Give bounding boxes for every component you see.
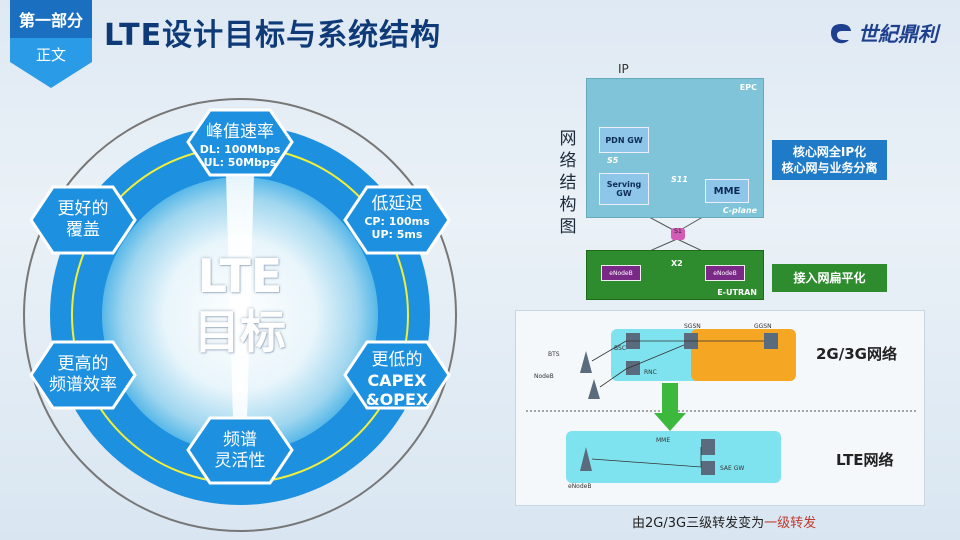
comparison-panel: BTS NodeB BSC RNC SGSN GGSN MME SAE GW e… [515,310,925,506]
pdn-gw-node: PDN GW [599,127,649,153]
label-2g3g-network: 2G/3G网络 [816,345,897,363]
sgsn-label: SGSN [684,323,701,330]
logo-icon [831,23,851,43]
s1-marker: S1 [671,228,685,240]
rnc-label: RNC [644,369,657,376]
goal-latency: 低延迟 CP: 100ms UP: 5ms [342,194,452,241]
section-tab: 第一部分 正文 [10,0,92,88]
x2-label: X2 [671,259,683,268]
forwarding-caption: 由2G/3G三级转发变为一级转发 [632,512,816,531]
goal-capex: 更低的 CAPEX &OPEX [342,350,452,409]
hex-latency [343,185,451,255]
ggsn-label: GGSN [754,323,772,330]
area-2g3g-core [691,329,796,381]
bsc-label: BSC [614,345,627,352]
core-tag-line: 核心网全IP化 [792,145,867,159]
comparison-graphic [526,329,916,483]
goal-spectrum-flex: 频谱 灵活性 [185,430,295,472]
center-line-1: LTE [197,249,283,303]
center-label: LTE 目标 [185,248,295,360]
goal-peak-rate: 峰值速率 DL: 100Mbps UL: 50Mbps [185,122,295,169]
equipment [580,333,778,475]
outer-ring [23,98,457,532]
enodeb-node-2: eNodeB [705,265,745,281]
epc-box: EPC PDN GW S5 Serving GW S11 MME C-plane [586,78,764,218]
hexagons [29,108,451,485]
page-title: LTE设计目标与系统结构 [104,18,442,53]
area-lte [566,431,781,483]
wheel-graphic [23,98,457,532]
epc-label: EPC [739,83,757,92]
s11-label: S11 [671,175,688,184]
enodeb-tower [580,447,592,471]
hex-spectrum-flex [186,416,294,485]
caption-prefix: 由2G/3G三级转发变为 [632,516,765,531]
bts-label: BTS [548,351,560,358]
mme-label-lte: MME [656,437,671,444]
access-network-tag: 接入网扁平化 [772,264,887,292]
goal-detail: 灵活性 [214,451,266,471]
core-network-tag: 核心网全IP化 核心网与业务分离 [772,140,887,180]
serving-gw-line: GW [616,189,632,198]
s1-label: S1 [674,228,682,235]
down-arrow [654,383,686,431]
center-beam [226,175,254,455]
caption-highlight: 一级转发 [764,516,817,531]
sae-gw-equipment [701,461,715,475]
s5-label: S5 [607,156,619,165]
goal-title: 更高的 [57,354,109,374]
network-diagram-label: 网络结构图 [559,129,577,237]
goal-efficiency: 更高的 频谱效率 [28,354,138,396]
goal-detail: DL: 100Mbps [199,143,281,156]
serving-gw-node: Serving GW [599,173,649,205]
logo-text: 世紀鼎利 [858,22,938,46]
mme-node: MME [705,179,749,203]
hex-capex [343,340,451,410]
goal-title: 更好的 [57,199,109,219]
goal-detail: 覆盖 [66,220,100,240]
label-lte-network: LTE网络 [836,451,894,469]
sae-gw-label: SAE GW [720,465,745,472]
ggsn-equipment [764,333,778,349]
hex-peak-rate [186,108,294,177]
enodeb-label-lte: eNodeB [568,483,592,490]
company-logo: 世紀鼎利 [828,18,938,47]
goal-title: 低延迟 [371,194,423,214]
eutran-label: E-UTRAN [717,288,757,297]
serving-gw-line: Serving [606,180,642,189]
core-tag-line: 核心网与业务分离 [781,161,878,175]
goal-detail: CAPEX [367,371,427,390]
goal-title: 峰值速率 [206,122,274,142]
section-label: 第一部分 [10,0,92,38]
goal-detail: &OPEX [365,390,429,409]
goal-detail: CP: 100ms [364,215,430,228]
nodeb-tower [588,379,600,399]
center-line-2: 目标 [194,305,286,359]
hex-efficiency [29,340,137,410]
lte-goals-wheel: LTE 目标 峰值速率 DL: 100Mbps UL: 50Mbps 低延迟 C… [0,80,500,540]
cplane-label: C-plane [722,206,757,215]
ip-label: IP [618,62,629,76]
bts-tower [580,351,592,373]
eutran-box: eNodeB X2 eNodeB E-UTRAN [586,250,764,300]
hex-coverage [29,185,137,255]
goal-detail: UP: 5ms [371,228,423,241]
goal-title: 更低的 [371,350,423,370]
enodeb-node-1: eNodeB [601,265,641,281]
goal-detail: 频谱效率 [49,375,117,395]
nodeb-label: NodeB [534,373,554,380]
mme-equipment [701,439,715,455]
goal-detail: UL: 50Mbps [203,156,277,169]
goal-coverage: 更好的 覆盖 [28,199,138,241]
goal-title: 频谱 [223,430,257,450]
